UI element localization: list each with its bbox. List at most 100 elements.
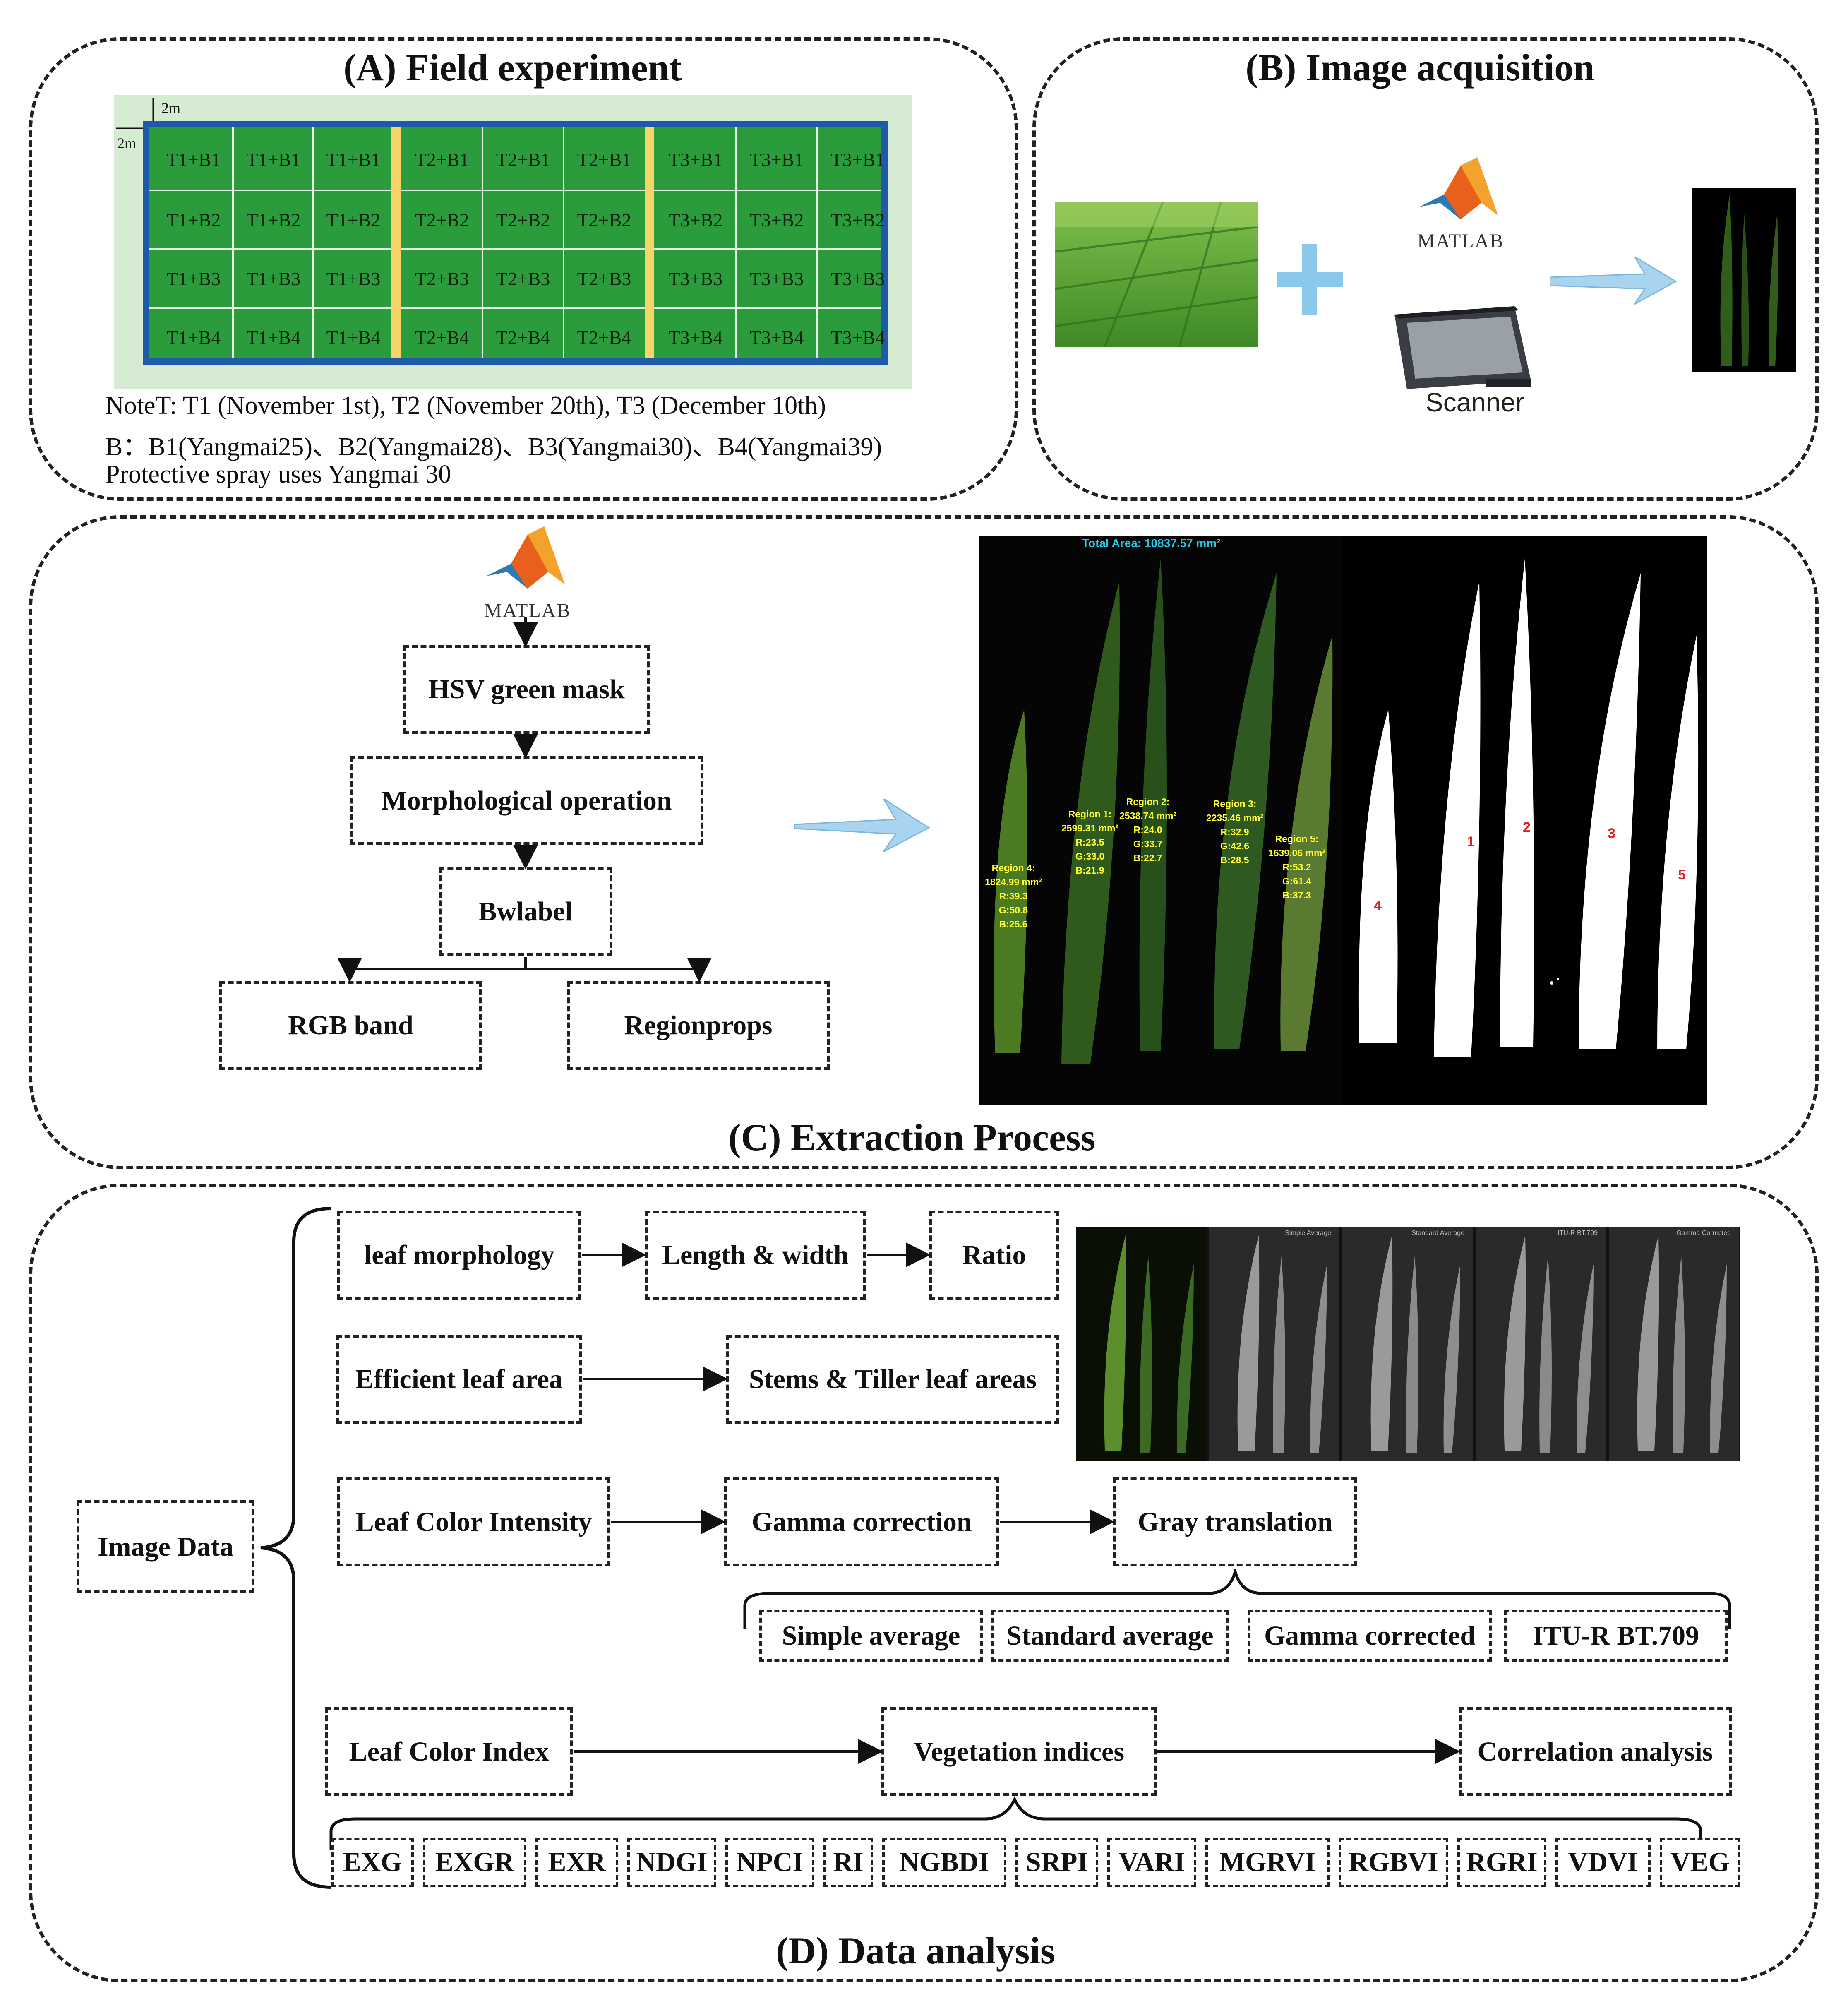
vegetation-index-box: NGBDI [882,1838,1006,1887]
field-plot: T1+B4 [326,327,381,348]
dim-label-top: 2m [161,100,181,116]
field-plot: T3+B3 [749,268,804,289]
region-r: R:39.3 [999,891,1028,901]
matlab-logo-icon [1419,157,1498,219]
curly-brace-main [260,1207,331,1889]
region-name: Region 3: [1213,798,1257,809]
field-plot: T3+B2 [749,209,804,231]
box-gray-translation: Gray translation [1113,1477,1357,1566]
region-r: R:32.9 [1220,826,1249,837]
vegetation-index-box: EXGR [423,1838,526,1887]
protective-spray-strip [645,127,654,358]
plot-grid-line [816,127,818,358]
plot-grid-line [563,127,564,358]
gray-method-box: Gamma corrected [1248,1610,1492,1662]
field-plot: T1+B2 [246,209,301,231]
vegetation-index-box: VEG [1660,1838,1740,1887]
gray-panel-label: ITU-R BT.709 [1558,1230,1598,1237]
region-name: Region 5: [1275,834,1319,844]
field-plot: T3+B3 [668,268,723,289]
panel-b-image-acquisition [1032,37,1819,501]
field-plot: T1+B4 [166,327,221,348]
field-plot: T1+B2 [326,209,381,231]
gray-image-panel [1076,1227,1206,1461]
field-plot: T1+B1 [326,149,381,170]
matlab-label-c: MATLAB [484,600,571,622]
field-plot: T1+B3 [166,268,221,289]
matlab-logo-icon [486,526,565,589]
field-plot: T2+B1 [577,149,631,170]
region-area: 2538.74 mm² [1119,810,1177,821]
gray-method-box: Standard average [991,1610,1229,1662]
box-leaf-color-intensity: Leaf Color Intensity [337,1477,610,1566]
plot-grid-line [232,127,234,358]
scanned-leaves-image [1692,188,1796,372]
gray-method-box: ITU-R BT.709 [1504,1610,1728,1662]
field-plot: T2+B4 [415,327,469,348]
vegetation-index-box: RI [823,1838,873,1887]
region-area: 2235.46 mm² [1206,812,1264,823]
vegetation-index-box: NPCI [725,1838,814,1887]
panel-c-extraction-process [29,515,1819,1169]
region-g: G:33.0 [1075,851,1105,862]
mask-region-number: 2 [1523,819,1531,835]
gray-image-panel: Gamma Corrected [1609,1227,1739,1461]
note-sowing-dates: NoteT: T1 (November 1st), T2 (November 2… [106,392,826,420]
field-plot: T3+B3 [830,268,885,289]
vegetation-index-box: NDGI [627,1838,716,1887]
arrow-b-to-leaves [1550,257,1678,305]
vegetation-index-box: SRPI [1015,1838,1098,1887]
field-plot: T2+B4 [496,327,550,348]
vegetation-index-box: VDVI [1555,1838,1651,1887]
total-area-label: Total Area: 10837.57 mm² [1082,537,1221,550]
vegetation-index-box: MGRVI [1205,1838,1330,1887]
field-plot: T2+B2 [496,209,550,231]
box-leaf-morphology: leaf morphology [337,1211,581,1300]
region-name: Region 1: [1068,809,1112,819]
region-g: G:50.8 [998,905,1028,915]
box-vegetation-indices: Vegetation indices [881,1707,1157,1796]
gray-panel-label: Standard Average [1411,1230,1464,1237]
segmented-leaves-image: Total Area: 10837.57 mm² Region 4: 1824.9… [979,536,1343,1105]
panel-b-title: (B) Image acquisition [1246,46,1595,89]
field-plot: T3+B2 [668,209,723,231]
region-r: R:23.5 [1075,837,1104,848]
region-area: 1824.99 mm² [985,877,1042,887]
panel-a-field-experiment [29,37,1018,501]
panel-a-title: (A) Field experiment [343,46,682,89]
field-plot: T1+B3 [246,268,301,289]
mask-region-number: 5 [1678,867,1686,883]
gray-image-panel: Simple Average [1209,1227,1339,1461]
step-rgb-band: RGB band [219,981,482,1070]
plot-grid-line [482,127,483,358]
field-plot: T3+B4 [668,327,723,348]
region-r: R:24.0 [1133,824,1162,835]
box-length-width: Length & width [645,1211,866,1300]
field-photo [1055,202,1258,347]
box-efficient-leaf-area: Efficient leaf area [336,1335,582,1424]
field-plot: T1+B1 [246,149,301,170]
dim-label-left: 2m [117,135,137,151]
region-r: R:53.2 [1282,862,1311,872]
region-b: B:21.9 [1075,865,1104,876]
field-plot: T1+B1 [166,149,221,170]
region-g: G:33.7 [1133,838,1163,849]
region-g: G:42.6 [1220,841,1250,851]
vegetation-index-box: EXG [331,1838,414,1887]
gray-translation-image-strip: Simple Average Standard Average ITU-R BT.7… [1076,1227,1740,1461]
matlab-label-b: MATLAB [1417,230,1504,252]
arrow-c-to-results [794,799,930,853]
box-image-data: Image Data [77,1500,254,1593]
plot-grid-line [149,307,881,309]
region-name: Region 4: [991,862,1035,873]
gray-panel-label: Simple Average [1285,1230,1331,1237]
box-correlation-analysis: Correlation analysis [1459,1707,1732,1796]
field-plot: T2+B1 [415,149,469,170]
region-g: G:61.4 [1282,876,1312,886]
region-area: 1639.06 mm² [1268,848,1326,858]
